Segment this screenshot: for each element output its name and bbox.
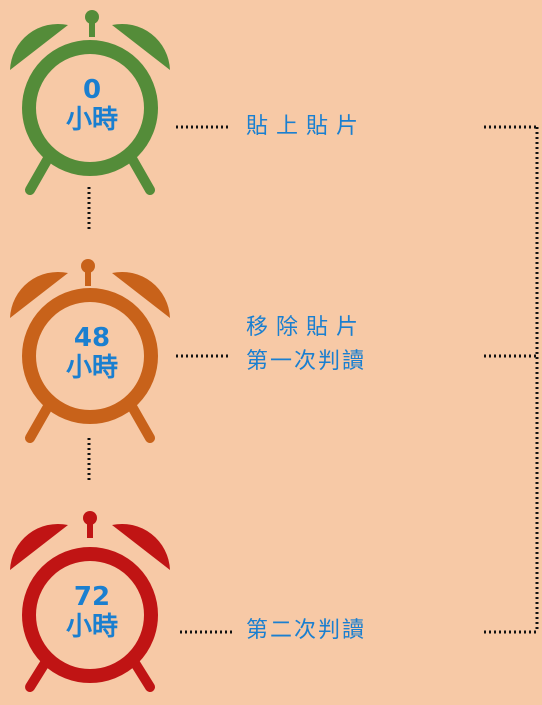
hours-unit: 小時 <box>65 353 118 383</box>
step-line: 移除貼片 <box>246 315 367 340</box>
hours-value: 0 <box>82 75 102 105</box>
hours-unit: 小時 <box>65 612 118 642</box>
hours-value: 72 <box>73 582 111 612</box>
alarm-clock-48h: 48 小時 <box>0 253 180 453</box>
step-text-72h: 第二次判讀 <box>246 614 366 648</box>
step-text-0h: 貼上貼片 <box>246 110 366 144</box>
alarm-clock-0h: 0 小時 <box>0 5 180 205</box>
step-line: 第一次判讀 <box>246 349 367 374</box>
step-line: 第二次判讀 <box>246 618 367 643</box>
hours-unit: 小時 <box>65 105 118 135</box>
step-text-48h: 移除貼片 第一次判讀 <box>246 311 366 379</box>
hours-value: 48 <box>73 323 111 353</box>
alarm-clock-icon <box>10 259 170 443</box>
alarm-clock-icon <box>10 10 170 195</box>
alarm-clock-icon <box>10 511 170 692</box>
alarm-clock-72h: 72 小時 <box>0 505 180 705</box>
step-line: 貼上貼片 <box>246 114 367 139</box>
